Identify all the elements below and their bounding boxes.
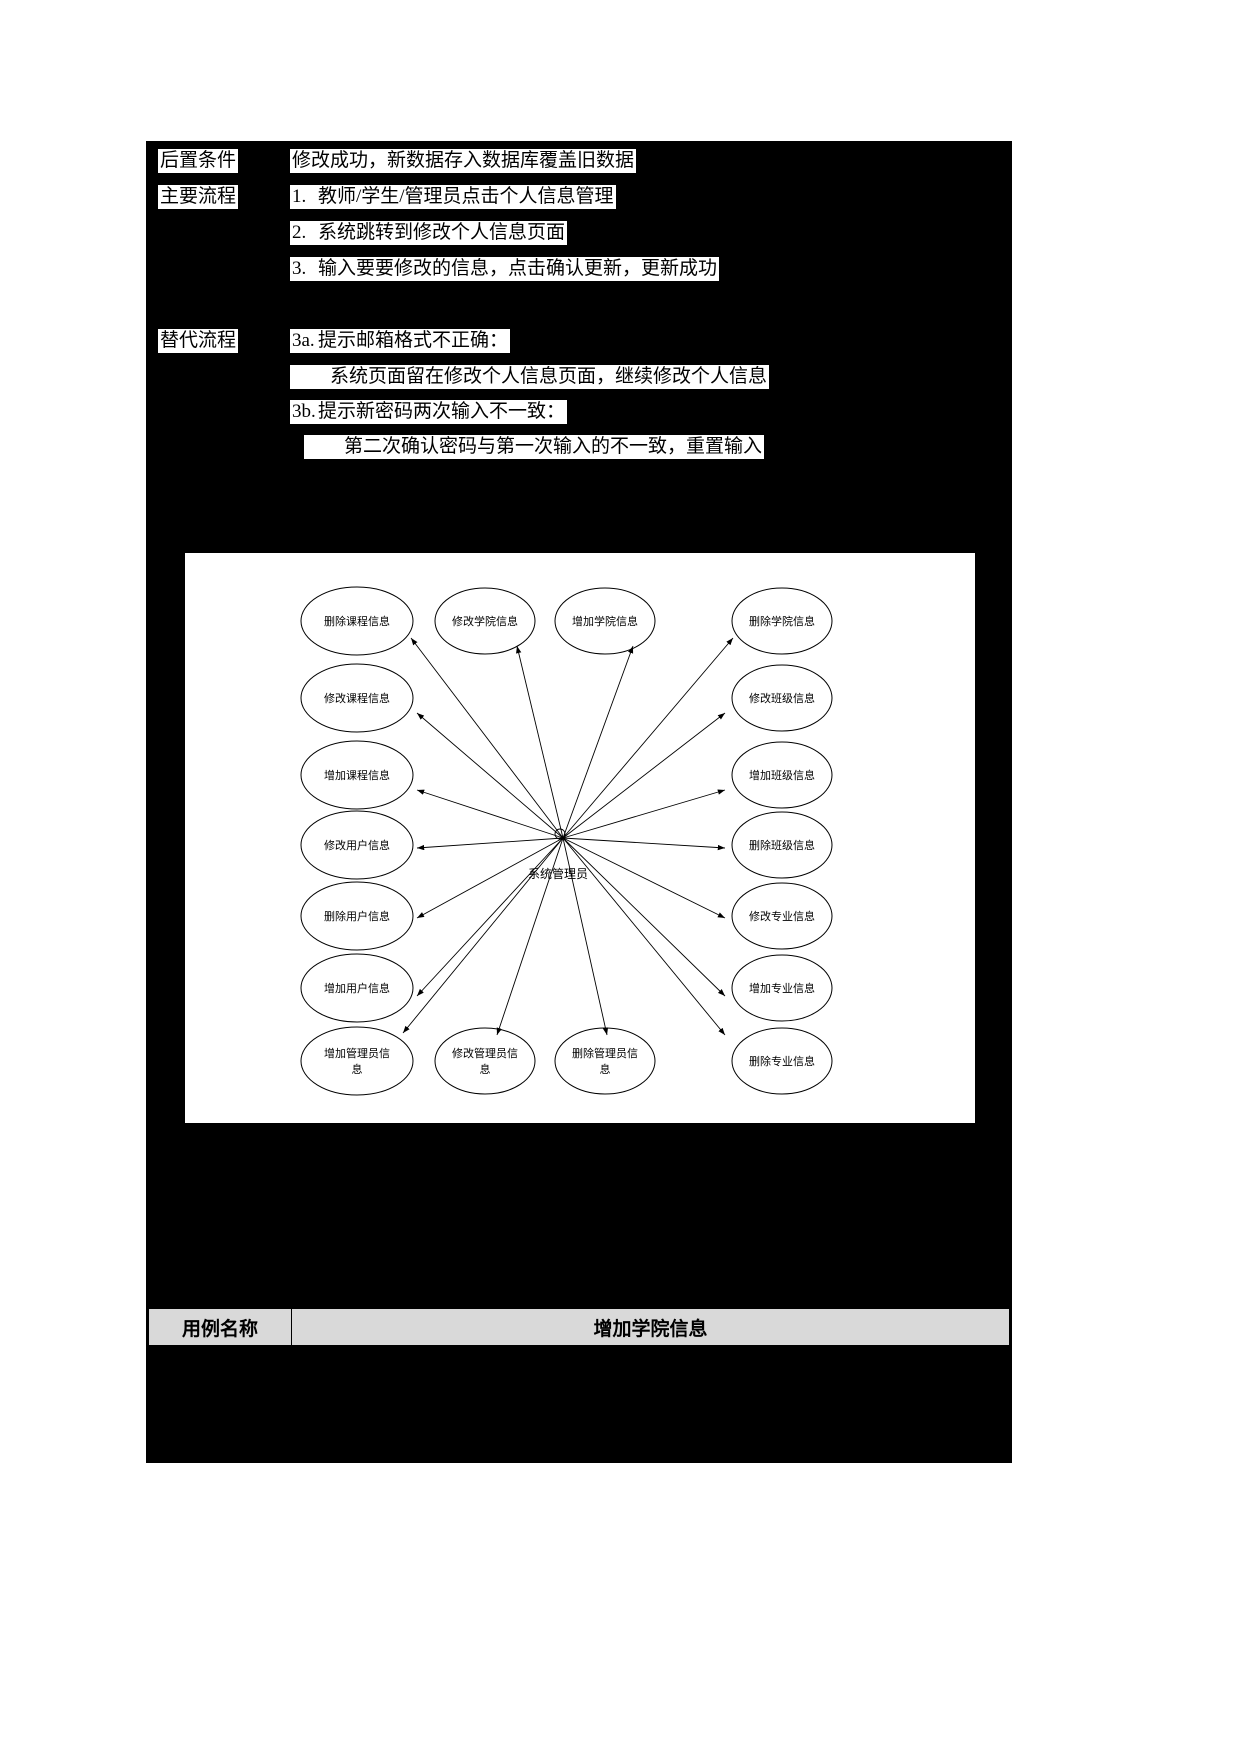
row-altflow-3a: 3a.提示邮箱格式不正确： bbox=[290, 329, 511, 353]
use-case-node bbox=[731, 587, 833, 655]
mainflow-step-1: 1. 教师/学生/管理员点击个人信息管理 bbox=[290, 185, 616, 209]
use-case-node bbox=[300, 810, 414, 880]
mainflow-step-2-text: 系统跳转到修改个人信息页面 bbox=[318, 222, 566, 243]
use-case-label: 修改课程信息 bbox=[324, 691, 390, 705]
row-postcondition-value: 修改成功，新数据存入数据库覆盖旧数据 bbox=[290, 149, 637, 173]
use-case-label: 增加管理员信 bbox=[324, 1046, 390, 1060]
use-case-node bbox=[300, 881, 414, 951]
use-case-label: 删除课程信息 bbox=[324, 614, 390, 628]
section-label-postcondition: 后置条件 bbox=[158, 149, 239, 173]
use-case-node bbox=[731, 664, 833, 732]
altflow-step-3a-text: 提示邮箱格式不正确： bbox=[318, 330, 509, 351]
row-altflow-3b: 3b.提示新密码两次输入不一致： bbox=[290, 400, 568, 424]
mainflow-step-2-num: 2. bbox=[292, 222, 307, 243]
use-case-node bbox=[300, 586, 414, 656]
use-case-node bbox=[554, 1027, 656, 1095]
use-case-node bbox=[434, 1027, 536, 1095]
mainflow-step-1-num: 1. bbox=[292, 186, 307, 207]
use-case-label-wrap: 息 bbox=[600, 1062, 611, 1076]
section-label-altflow: 替代流程 bbox=[158, 329, 239, 353]
table-header-value: 增加学院信息 bbox=[292, 1309, 1009, 1345]
use-case-label: 修改用户信息 bbox=[324, 838, 390, 852]
use-case-label: 增加用户信息 bbox=[324, 981, 390, 995]
table-header-label: 用例名称 bbox=[149, 1309, 292, 1345]
use-case-label-wrap: 息 bbox=[352, 1062, 363, 1076]
row-mainflow-1: 1. 教师/学生/管理员点击个人信息管理 bbox=[290, 185, 616, 209]
row-mainflow-3: 3. 输入要要修改的信息，点击确认更新，更新成功 bbox=[290, 257, 720, 281]
use-case-label: 删除学院信息 bbox=[749, 614, 815, 628]
row-altflow-3b-detail: 第二次确认密码与第一次输入的不一致，重置输入 bbox=[304, 435, 765, 459]
altflow-step-3a-num: 3a. bbox=[292, 330, 315, 351]
use-case-label: 删除用户信息 bbox=[324, 909, 390, 923]
use-case-label: 增加学院信息 bbox=[572, 614, 638, 628]
altflow-step-3b-detail-text: 第二次确认密码与第一次输入的不一致，重置输入 bbox=[304, 435, 765, 459]
use-case-node bbox=[731, 811, 833, 879]
postcondition-text: 修改成功，新数据存入数据库覆盖旧数据 bbox=[290, 149, 637, 173]
use-case-label: 修改学院信息 bbox=[452, 614, 518, 628]
mainflow-step-3: 3. 输入要要修改的信息，点击确认更新，更新成功 bbox=[290, 257, 720, 281]
use-case-node bbox=[731, 741, 833, 809]
altflow-step-3a-detail-text: 系统页面留在修改个人信息页面，继续修改个人信息 bbox=[290, 365, 770, 389]
use-case-label: 删除专业信息 bbox=[749, 1054, 815, 1068]
altflow-step-3b: 3b.提示新密码两次输入不一致： bbox=[290, 400, 568, 424]
mainflow-step-3-text: 输入要要修改的信息，点击确认更新，更新成功 bbox=[318, 258, 718, 279]
row-mainflow-label: 主要流程 bbox=[158, 185, 239, 209]
use-case-label: 修改班级信息 bbox=[749, 691, 815, 705]
use-case-name-table: 用例名称 增加学院信息 bbox=[148, 1308, 1010, 1346]
use-case-label: 增加班级信息 bbox=[749, 768, 815, 782]
actor-node bbox=[554, 828, 566, 840]
row-altflow-label: 替代流程 bbox=[158, 329, 239, 353]
use-case-label: 修改专业信息 bbox=[749, 909, 815, 923]
use-case-node bbox=[731, 1027, 833, 1095]
row-mainflow-2: 2. 系统跳转到修改个人信息页面 bbox=[290, 221, 568, 245]
use-case-node bbox=[300, 1026, 414, 1096]
association-lines bbox=[402, 637, 734, 1036]
use-case-label-wrap: 息 bbox=[480, 1062, 491, 1076]
use-case-node bbox=[434, 587, 536, 655]
altflow-step-3b-num: 3b. bbox=[292, 401, 316, 422]
use-case-node bbox=[731, 882, 833, 950]
section-label-mainflow: 主要流程 bbox=[158, 185, 239, 209]
use-case-diagram: 系统管理员 删除课程信息 修改课程信息 增加课程信息 修改用户信息 删除用户信息 bbox=[185, 553, 975, 1123]
altflow-step-3b-text: 提示新密码两次输入不一致： bbox=[318, 401, 566, 422]
use-case-label: 增加课程信息 bbox=[324, 768, 390, 782]
mainflow-step-1-text: 教师/学生/管理员点击个人信息管理 bbox=[318, 186, 614, 207]
mainflow-step-3-num: 3. bbox=[292, 258, 307, 279]
use-case-label: 增加专业信息 bbox=[749, 981, 815, 995]
row-altflow-3a-detail: 系统页面留在修改个人信息页面，继续修改个人信息 bbox=[290, 365, 770, 389]
use-case-node bbox=[300, 740, 414, 810]
actor-label: 系统管理员 bbox=[528, 866, 588, 881]
use-case-label: 删除管理员信 bbox=[572, 1046, 638, 1060]
row-postcondition: 后置条件 bbox=[158, 149, 239, 173]
use-case-node bbox=[300, 663, 414, 733]
altflow-step-3a: 3a.提示邮箱格式不正确： bbox=[290, 329, 511, 353]
use-case-node bbox=[300, 953, 414, 1023]
use-case-node bbox=[554, 587, 656, 655]
use-case-node bbox=[731, 954, 833, 1022]
mainflow-step-2: 2. 系统跳转到修改个人信息页面 bbox=[290, 221, 568, 245]
use-case-label: 删除班级信息 bbox=[749, 838, 815, 852]
use-case-label: 修改管理员信 bbox=[452, 1046, 518, 1060]
